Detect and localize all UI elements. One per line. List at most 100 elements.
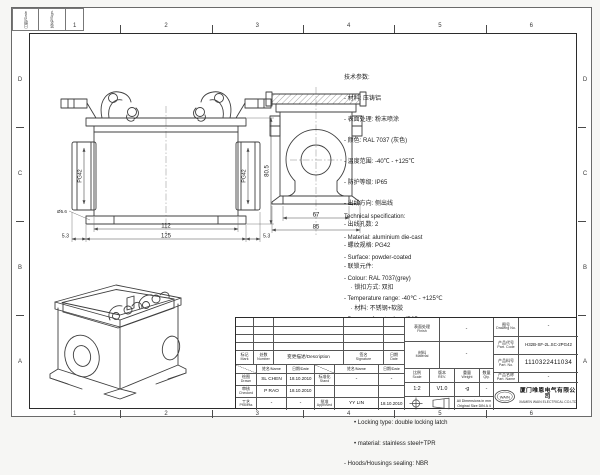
dimension-offset-right: 5.3 xyxy=(245,212,270,242)
cable-entry-opening xyxy=(285,129,347,197)
label-en: Number xyxy=(257,356,270,361)
revision-number-header: 处数 Number xyxy=(253,350,273,364)
iso-cable-gland-left xyxy=(64,334,100,378)
zone-number: 5 xyxy=(438,22,442,29)
projection-symbol-icon xyxy=(409,397,449,410)
revision-date-header: 日期 Date xyxy=(383,350,404,364)
label-cn: 产品代号 xyxy=(498,340,514,346)
spec-en-line: - Colour: RAL 7037(grey) xyxy=(344,275,411,282)
zone-letter: B xyxy=(17,265,22,271)
ruler-tick xyxy=(303,25,304,33)
spec-en-line: - Material: aluminium die-cast xyxy=(344,234,423,241)
part-no-label: 产品料号 Part. No. xyxy=(493,354,518,372)
grid-line xyxy=(253,318,254,350)
zone-letter: B xyxy=(582,265,587,271)
label-cn: 重量 xyxy=(463,370,471,376)
spec-cn-line: - 颜色: RAL 7037 (灰色) xyxy=(344,138,408,144)
spec-cn-line: - 出线方向: 侧出线 xyxy=(344,201,393,207)
empty-cell xyxy=(378,385,404,397)
svg-text:Ø5.6: Ø5.6 xyxy=(57,209,67,214)
drawing-no-value: - xyxy=(518,318,578,336)
ruler-tick xyxy=(16,221,24,222)
company-name-en: XIAMEN WAIN ELECTRICAL CO.LTD xyxy=(518,400,577,405)
label-en: Scale xyxy=(412,374,422,379)
label-cn: 比例 xyxy=(413,370,421,376)
diagonal-cell xyxy=(314,364,334,373)
label-cn: 处数 xyxy=(259,352,268,358)
corner-block: 日期/Date 签名/Sign. xyxy=(12,8,84,31)
ruler-tick xyxy=(578,127,586,128)
cable-entry-boss-left xyxy=(71,141,97,211)
zone-number: 3 xyxy=(255,410,259,417)
label-en: Part. No. xyxy=(498,362,514,367)
process-name: - xyxy=(256,397,286,410)
name-header: 姓名/Name xyxy=(334,364,378,373)
drawn-label: 绘图 Drawn xyxy=(236,373,256,385)
material-value: - xyxy=(439,341,493,368)
part-no-value: 1110322411034 xyxy=(518,354,578,372)
zone-letter: C xyxy=(582,171,588,177)
svg-text:WAIN: WAIN xyxy=(500,394,510,399)
standardized-name: - xyxy=(334,373,378,385)
ruler-tick xyxy=(120,410,121,418)
label-en: Part. Name xyxy=(496,376,516,381)
label-en: Process xyxy=(239,403,253,408)
label-en: Material xyxy=(415,354,429,359)
dimension-pg42-right: PG42 xyxy=(242,147,250,205)
weight-label: 重量 Weight xyxy=(454,368,479,382)
corner-cell-blank xyxy=(66,8,84,31)
housing-front-outline xyxy=(85,117,247,225)
label-cn: 表面处理 xyxy=(414,324,430,330)
label-en: Signature xyxy=(355,356,372,361)
standardized-label: 标准化 Stand xyxy=(314,373,334,385)
spec-cn-line: - 联锁元件: xyxy=(344,264,374,270)
drawing-no-label: 图号 Drawing No. xyxy=(493,318,518,336)
locking-latch-right xyxy=(193,91,232,122)
zone-ruler-left: D C B A xyxy=(14,33,26,409)
empty-cell xyxy=(334,385,378,397)
zone-number: 4 xyxy=(346,410,351,417)
process-label: 工艺 Process xyxy=(236,397,256,410)
dimension-side-outer: 85 xyxy=(271,206,361,233)
label-en: Stand xyxy=(319,378,330,383)
ruler-tick xyxy=(394,25,395,33)
label-cn: 数量 xyxy=(482,370,491,376)
checked-name: P RAO xyxy=(256,385,286,397)
spec-cn-line: - 表面处理: 粉末喷涂 xyxy=(344,117,399,123)
svg-text:PG42: PG42 xyxy=(242,169,248,182)
grid-line xyxy=(236,342,404,343)
dimension-note: All Dimensions in mm Original Size DIN A… xyxy=(454,396,493,410)
part-code-label: 产品代号 Part. Code xyxy=(493,336,518,354)
projection-symbols xyxy=(404,396,454,410)
spec-cn-line: - 材料: 压铸铝 xyxy=(344,96,381,102)
label-cn: 日期 xyxy=(390,352,398,358)
revision-description-header: 变更描述/Description xyxy=(273,350,343,364)
label-en: Weight xyxy=(461,374,473,379)
ruler-tick xyxy=(120,25,121,33)
zone-letter: A xyxy=(17,359,22,365)
ruler-tick xyxy=(394,410,395,418)
iso-cable-gland-right xyxy=(161,335,181,361)
zone-letter: D xyxy=(582,77,588,83)
spec-cn-line: - 温度范围: -40℃ - +125℃ xyxy=(344,159,415,165)
spec-cn-line: · 材料: 不锈钢+软胶 xyxy=(344,306,404,312)
label-en: Approved xyxy=(316,403,333,408)
qty-value: - xyxy=(479,382,493,396)
checked-label: 审核 Checked xyxy=(236,385,256,397)
label-en: Finish xyxy=(417,328,427,333)
grid-line xyxy=(236,326,404,327)
label-cn: 批准 xyxy=(320,398,329,404)
qty-label: 数量 Qty. xyxy=(479,368,493,382)
hinge-pin-right xyxy=(235,98,272,119)
housing-side-outline xyxy=(269,111,363,205)
label-en: Checked xyxy=(238,390,254,395)
note-line-2: Original Size DIN A 4 xyxy=(457,403,491,408)
zone-number: 1 xyxy=(72,410,77,417)
label-en: Drawn xyxy=(240,378,252,383)
rev-value: V1.0 xyxy=(429,382,454,396)
title-block: 标记 Mark 处数 Number 变更描述/Description 签名 Si… xyxy=(235,317,578,410)
company-names: 厦门唯恩电气有限公司 XIAMEN WAIN ELECTRICAL CO.LTD xyxy=(517,388,578,405)
spec-en-line: - Surface: powder-coated xyxy=(344,255,412,262)
zone-ruler-top: 1 2 3 4 5 6 xyxy=(29,19,577,32)
svg-text:5.3: 5.3 xyxy=(62,234,69,240)
